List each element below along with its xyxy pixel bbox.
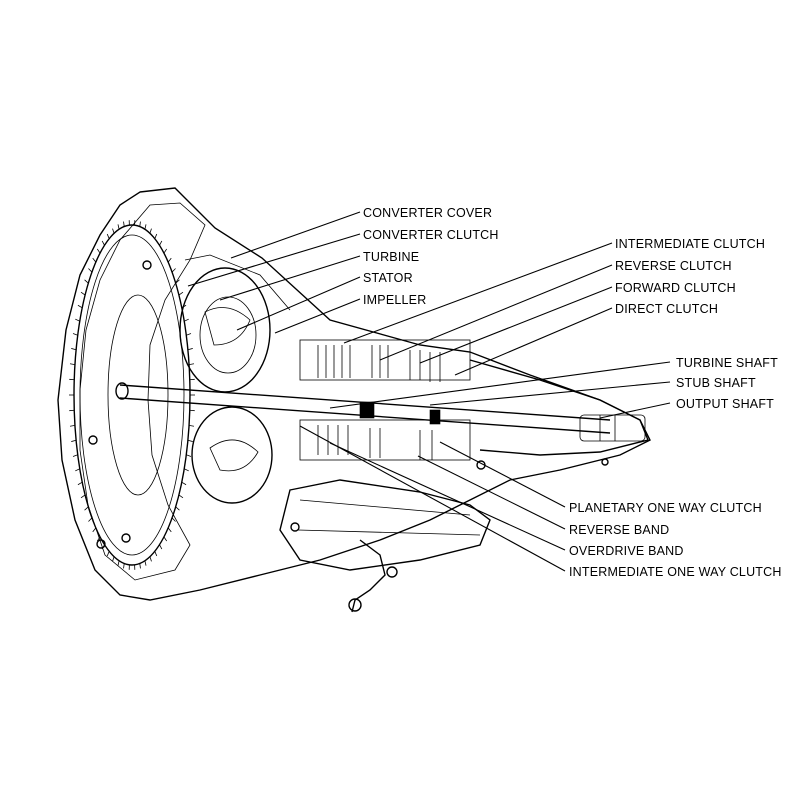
clutch-packs	[299, 339, 471, 461]
ring-gear-tooth	[112, 228, 115, 234]
ring-gear-tooth	[181, 481, 187, 486]
ring-gear-tooth	[84, 506, 89, 511]
ring-gear-tooth	[163, 536, 168, 542]
ring-gear-tooth	[75, 318, 80, 322]
label-forward-clutch: FORWARD CLUTCH	[615, 281, 736, 295]
ring-gear-tooth	[144, 224, 147, 230]
ring-gear-tooth	[184, 318, 189, 322]
ring-gear-tooth	[178, 494, 184, 499]
ring-gear-tooth	[80, 291, 86, 296]
ring-gear-tooth	[175, 506, 180, 511]
ring-gear-tooth	[101, 240, 105, 246]
ring-gear-tooth	[144, 560, 147, 566]
label-reverse-band: REVERSE BAND	[569, 523, 669, 537]
bell-housing	[57, 187, 651, 601]
ring-gear-tooth	[123, 221, 125, 227]
label-stub-shaft: STUB SHAFT	[676, 376, 756, 390]
ring-gear-tooth	[96, 248, 101, 254]
ring-gear-tooth	[69, 424, 76, 427]
ring-gear-tooth	[117, 224, 120, 230]
ring-gear-tooth	[187, 348, 193, 351]
ring-gear-tooth	[171, 517, 176, 522]
label-intermediate-one-way-clutch: INTERMEDIATE ONE WAY CLUTCH	[569, 565, 782, 579]
ring-gear-tooth	[175, 279, 180, 284]
ring-gear-tooth	[171, 268, 176, 273]
label-reverse-clutch: REVERSE CLUTCH	[615, 259, 732, 273]
label-intermediate-clutch: INTERMEDIATE CLUTCH	[615, 237, 765, 251]
label-overdrive-band: OVERDRIVE BAND	[569, 544, 684, 558]
ring-gear-tooth	[187, 439, 193, 442]
ring-gear-tooth	[69, 363, 76, 366]
ring-gear-tooth	[154, 551, 158, 557]
ring-gear-tooth	[167, 257, 172, 263]
ring-gear-tooth	[139, 221, 141, 227]
housing-inner-rim	[79, 202, 206, 581]
ring-gear-tooth	[117, 560, 120, 566]
transmission-illustration	[57, 187, 651, 613]
ring-gear-tooth	[80, 494, 86, 499]
ring-gear-tooth	[112, 556, 115, 562]
ring-gear-tooth	[88, 268, 93, 273]
ring-gear-tooth	[72, 333, 78, 336]
ring-gear-tooth	[188, 363, 195, 366]
ring-gear-tooth	[71, 439, 77, 442]
ring-gear-tooth	[184, 468, 189, 472]
ring-gear-tooth	[159, 544, 163, 550]
label-planetary-one-way-clutch: PLANETARY ONE WAY CLUTCH	[569, 501, 762, 515]
leader-lines	[187, 211, 671, 572]
label-turbine-shaft: TURBINE SHAFT	[676, 356, 778, 370]
ring-gear-tooth	[154, 233, 158, 239]
label-converter-clutch: CONVERTER CLUTCH	[363, 228, 499, 242]
ring-gear-tooth	[123, 563, 125, 569]
ring-gear-tooth	[88, 517, 93, 522]
ring-gear-tooth	[77, 481, 83, 486]
label-direct-clutch: DIRECT CLUTCH	[615, 302, 718, 316]
ring-gear-tooth	[84, 279, 89, 284]
ring-gear-tooth	[96, 536, 101, 542]
label-impeller: IMPELLER	[363, 293, 426, 307]
ring-gear-tooth	[167, 527, 172, 533]
ring-gear-tooth	[159, 240, 163, 246]
ring-gear-tooth	[92, 257, 97, 263]
ring-gear-tooth	[72, 454, 78, 457]
ring-gear-tooth	[71, 348, 77, 351]
ring-gear-tooth	[149, 556, 152, 562]
label-turbine: TURBINE	[363, 250, 419, 264]
torque-converter	[179, 254, 291, 504]
ring-gear-tooth	[106, 233, 110, 239]
ring-gear-tooth	[92, 527, 97, 533]
ring-gear-tooth	[139, 563, 141, 569]
oil-pan	[279, 479, 491, 571]
extension-housing	[469, 359, 649, 456]
ring-gear-tooth	[186, 333, 192, 336]
ring-gear-tooth	[178, 291, 184, 296]
ring-gear-tooth	[75, 468, 80, 472]
shift-linkage	[348, 539, 398, 613]
ring-gear-tooth	[77, 304, 83, 309]
ring-gear-tooth	[188, 424, 195, 427]
ring-gear-tooth	[149, 228, 152, 234]
ring-gear	[69, 220, 195, 570]
ring-gear-tooth	[163, 248, 168, 254]
label-stator: STATOR	[363, 271, 413, 285]
ring-gear-tooth	[186, 454, 192, 457]
label-output-shaft: OUTPUT SHAFT	[676, 397, 774, 411]
ring-gear-tooth	[106, 551, 110, 557]
label-converter-cover: CONVERTER COVER	[363, 206, 492, 220]
part-labels: CONVERTER COVER CONVERTER CLUTCH TURBINE…	[363, 206, 782, 579]
